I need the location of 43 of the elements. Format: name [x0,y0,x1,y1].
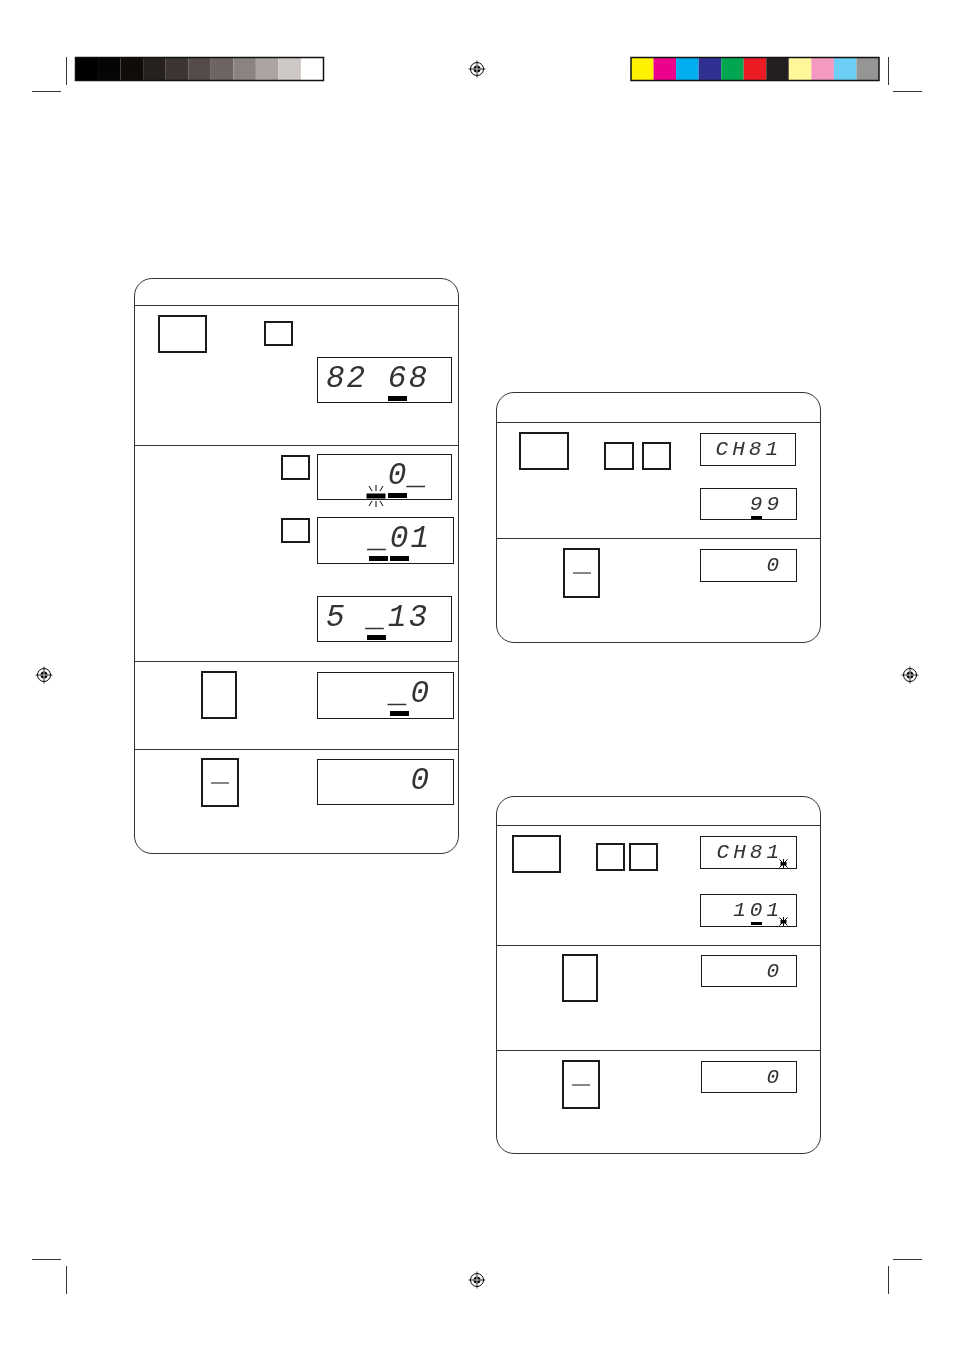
instruction-panel [496,392,821,643]
key-box [562,954,598,1002]
key-box [201,758,239,807]
lcd-display [317,596,452,642]
display-readout: _01 [369,523,431,554]
display-readout: 0 [766,961,783,982]
display-readout: 0_ [387,460,429,491]
lcd-display [317,759,454,805]
key-box [596,843,625,871]
key-box [562,1060,600,1109]
display-readout: _0 [389,678,431,709]
key-box [264,321,293,346]
lcd-display [317,672,454,719]
display-readout: 0 [766,555,783,576]
display-readout: 99 [749,494,783,515]
key-box [512,835,561,873]
instruction-panel [496,796,821,1154]
key-box [519,432,569,470]
lcd-display [700,549,797,582]
key-box [201,671,237,719]
lcd-display [317,357,452,403]
key-box [281,455,310,480]
display-readout: 5 _13 [326,602,429,633]
display-readout: CH81 [716,842,783,863]
lcd-display [701,1061,797,1093]
lcd-display [700,488,797,520]
lcd-display [700,433,796,466]
key-box [604,442,634,470]
display-readout: 101 [733,900,783,921]
display-readout: CH81 [715,439,782,460]
key-box [563,548,600,598]
key-box [281,518,310,543]
lcd-display [701,955,797,987]
display-readout: 0 [766,1067,783,1088]
instruction-panel [134,278,459,854]
key-box [642,442,671,470]
key-box [158,315,207,353]
lcd-display [700,836,797,869]
lcd-display [700,894,797,927]
key-box [629,843,658,871]
display-readout: 82 68 [326,363,429,394]
display-readout: 0 [410,765,431,796]
lcd-display [317,517,454,564]
